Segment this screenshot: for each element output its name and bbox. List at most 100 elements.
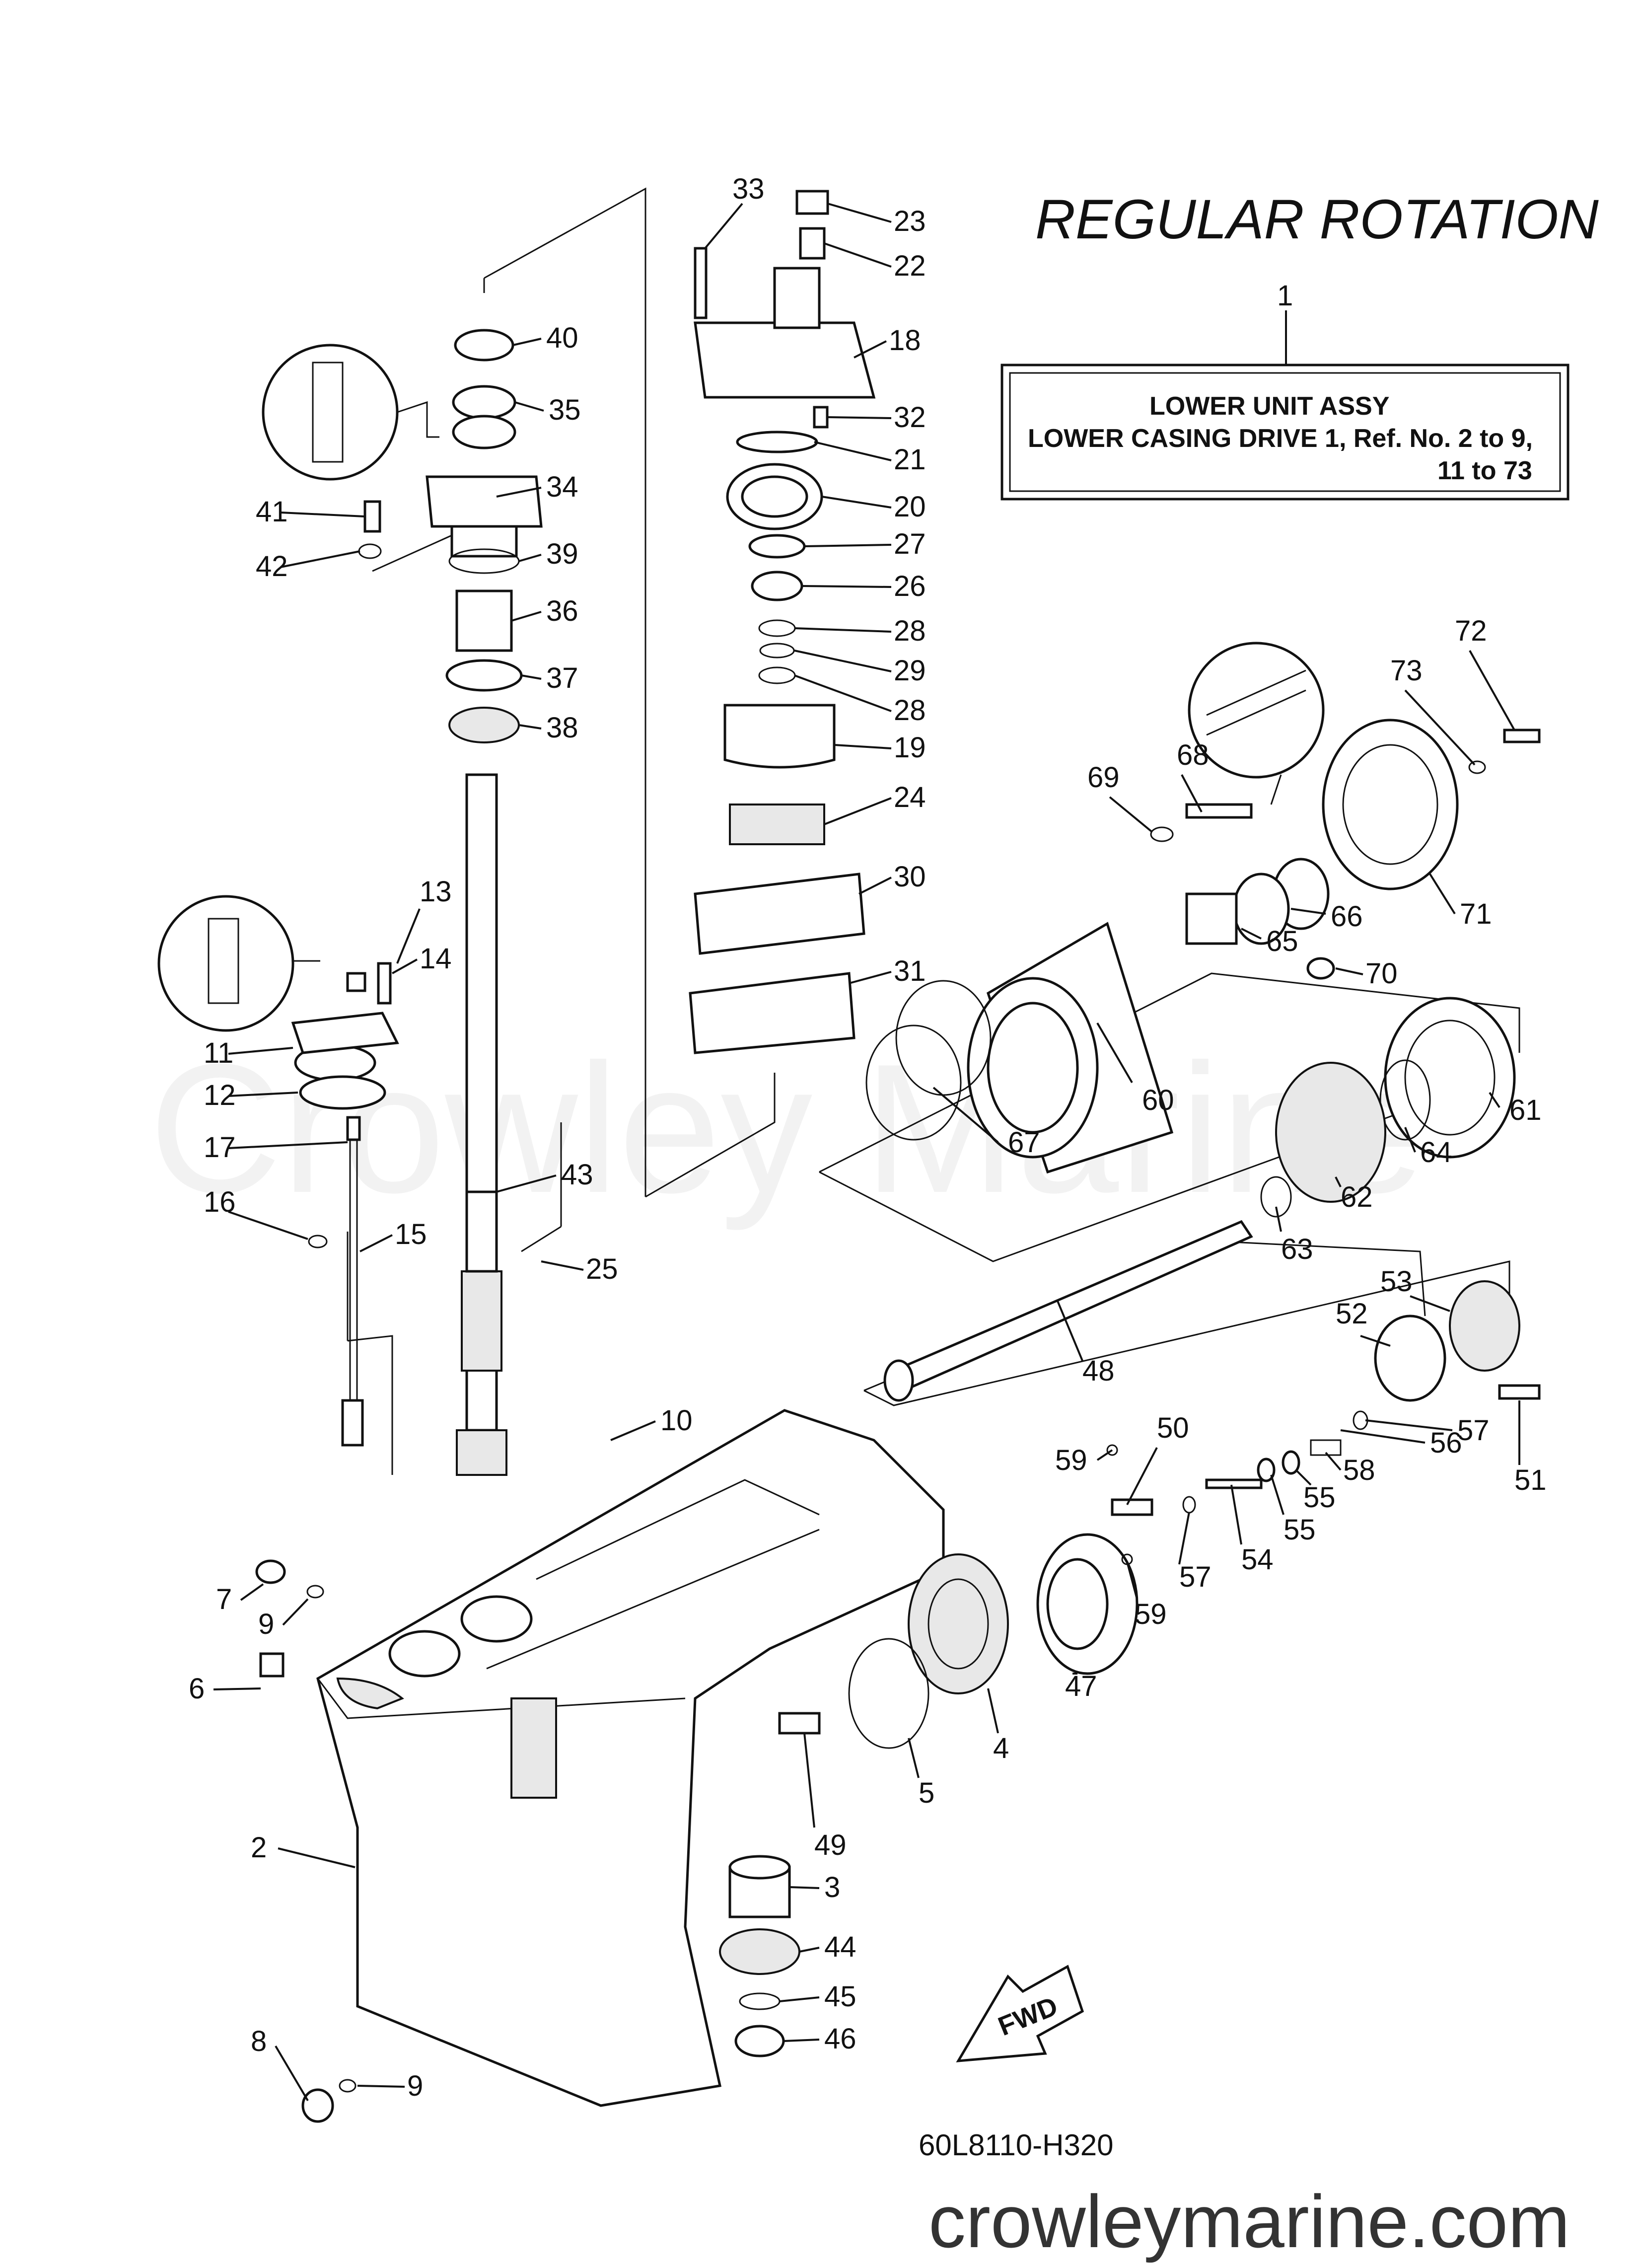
part-number-label: 59 [1055,1444,1087,1476]
assembly-desc-line2: 11 to 73 [1437,456,1532,485]
leader-line [521,674,542,680]
leader-line [228,1092,298,1097]
left-shaft-parts [291,329,543,1447]
leader-line [1126,1447,1158,1505]
leader-line [779,1996,820,2002]
part-number-label: 19 [894,732,926,764]
leader-line [803,1733,815,1828]
leader-line [932,1087,999,1143]
leader-line [1335,967,1363,975]
leader-line [1096,1449,1113,1461]
drive-shaft [456,773,507,1476]
leader-line [1404,1127,1416,1153]
part-number-label: 33 [732,173,765,205]
part-number-label: 31 [894,955,926,987]
leader-line [1178,1512,1190,1565]
part-number-label: 32 [894,401,926,434]
leader-line [275,2045,309,2102]
part-number-label: 72 [1455,615,1487,647]
part-number-labels: 2345678991011121314151617181920212223242… [189,173,1547,2102]
bearing-housing-parts [1150,719,1541,980]
part-number-label: 20 [894,491,926,523]
part-number-label: 13 [420,876,452,908]
assembly-title: LOWER UNIT ASSY [1149,392,1389,421]
leader-line [228,1141,348,1149]
part-number-label: 22 [894,250,926,282]
leader-line [1469,650,1515,731]
part-number-label: 73 [1390,655,1423,687]
part-number-label: 69 [1087,761,1120,794]
leader-line [1270,1474,1285,1515]
leader-line [396,908,421,964]
part-number-label: 14 [420,943,452,975]
part-number-label: 55 [1303,1481,1336,1514]
lower-casing [316,1409,945,2107]
leader-line [1429,873,1456,915]
leader-line [827,203,892,223]
leader-line [1340,1429,1426,1444]
leader-line [1404,689,1476,766]
part-number-label: 53 [1380,1265,1413,1298]
part-number-label: 66 [1331,900,1363,933]
part-number-label: 27 [894,528,926,560]
assembly-desc-line1: LOWER CASING DRIVE 1, Ref. No. 2 to 9, [1028,424,1533,453]
part-number-label: 39 [546,538,578,570]
part-number-label: 58 [1343,1454,1375,1486]
leader-line [518,554,542,562]
leader-line [280,550,360,568]
leader-line [541,1260,584,1271]
leader-line [511,611,542,622]
part-number-label: 28 [894,615,926,647]
leader-line [1489,1092,1500,1108]
part-number-label: 25 [586,1253,618,1285]
part-number-label: 51 [1514,1464,1547,1496]
leader-line [1181,774,1203,812]
part-number-label: 45 [824,1980,857,2013]
part-number-label: 57 [1179,1561,1212,1593]
part-number-label: 70 [1365,957,1398,990]
part-number-label: 54 [1241,1543,1274,1576]
leader-line [799,1947,820,1953]
leader-line [704,203,743,249]
assembly-info-box: 1 LOWER UNIT ASSY LOWER CASING DRIVE 1, … [1000,280,1570,501]
leader-line [821,496,892,509]
part-number-label: 37 [546,662,578,694]
leader-line [1109,796,1153,833]
part-number-label: 9 [258,1608,274,1640]
part-number-label: 35 [549,394,581,426]
leader-line [789,1886,820,1889]
part-number-label: 40 [546,322,578,354]
part-number-label: 8 [251,2025,267,2057]
leader-line [496,487,542,498]
part-number-label: 10 [660,1404,693,1437]
part-number-label: 9 [407,2070,423,2102]
part-number-label: 65 [1266,925,1298,957]
part-number-label: 29 [894,655,926,687]
part-number-label: 43 [561,1159,593,1191]
part-number-label: 62 [1341,1181,1373,1213]
part-number-label: 57 [1457,1414,1490,1447]
leader-line [804,544,892,547]
part-number-label: 50 [1157,1412,1189,1444]
leader-line [228,1211,308,1240]
leader-line [834,744,892,749]
leader-line [1096,1022,1133,1084]
diagram-title: REGULAR ROTATION [1035,188,1599,250]
part-number-label: 26 [894,570,926,602]
leader-line [512,338,542,346]
part-number-label: 18 [889,324,921,357]
part-number-label: 61 [1509,1094,1542,1126]
part-number-label: 49 [814,1829,847,1861]
part-number-label: 56 [1430,1427,1462,1459]
leader-line [794,650,892,672]
part-number-label: 30 [894,861,926,893]
leader-line [858,877,892,895]
part-number-label: 52 [1336,1298,1368,1330]
fwd-arrow: FWD [956,1965,1084,2062]
part-number-label: 68 [1177,739,1209,771]
water-pump-housing [689,190,876,1054]
leader-line [1360,1335,1391,1347]
leader-line [392,958,418,974]
leader-line [1230,1484,1242,1545]
